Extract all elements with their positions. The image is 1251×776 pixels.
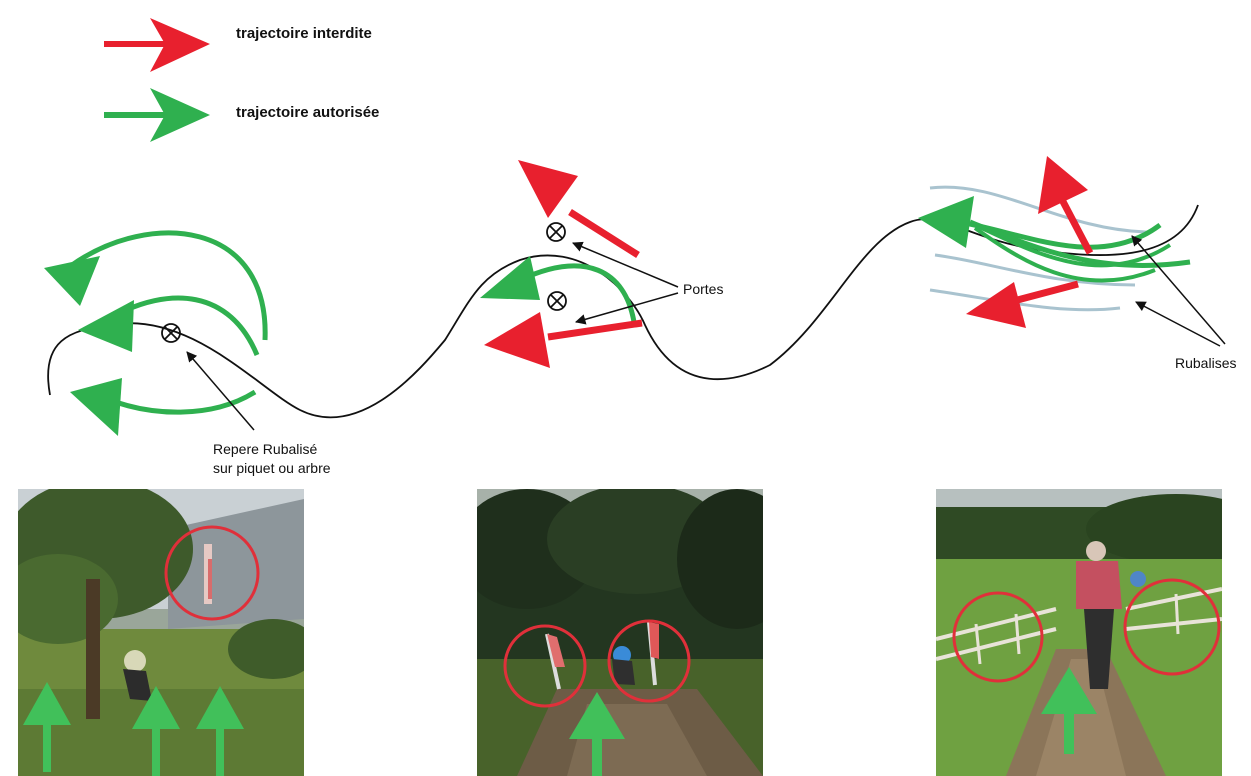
photo1-green-arrow-3 (196, 686, 244, 776)
legend-forbidden-arrow (104, 18, 210, 72)
gates-photo (477, 489, 763, 776)
photo3-green-arrow (1041, 667, 1097, 754)
gates-section (480, 160, 679, 368)
legend-forbidden-label: trajectoire interdite (236, 25, 372, 42)
photo1-green-arrow-1 (23, 682, 71, 772)
marker-photo (18, 489, 304, 776)
legend-allowed-label: trajectoire autorisée (236, 104, 380, 121)
tapes-section (918, 156, 1226, 347)
photo1-green-arrow-2 (132, 686, 180, 776)
trajectory-diagram (44, 18, 1226, 436)
marker-section (44, 230, 268, 436)
marker-annotation-line1: Repere Rubalisé (213, 441, 318, 457)
gates-annotation: Portes (683, 281, 724, 297)
gate-symbol-top (546, 222, 566, 242)
photo2-green-arrow (569, 692, 625, 776)
tapes-photo (936, 489, 1222, 776)
marker-annotation: Repere Rubalisé sur piquet ou arbre (213, 440, 331, 478)
tapes-annotation: Rubalises (1175, 355, 1237, 371)
tree-marker-symbol (161, 323, 181, 343)
gate-symbol-bottom (547, 291, 567, 311)
legend-allowed-arrow (104, 88, 210, 142)
marker-annotation-line2: sur piquet ou arbre (213, 460, 331, 476)
